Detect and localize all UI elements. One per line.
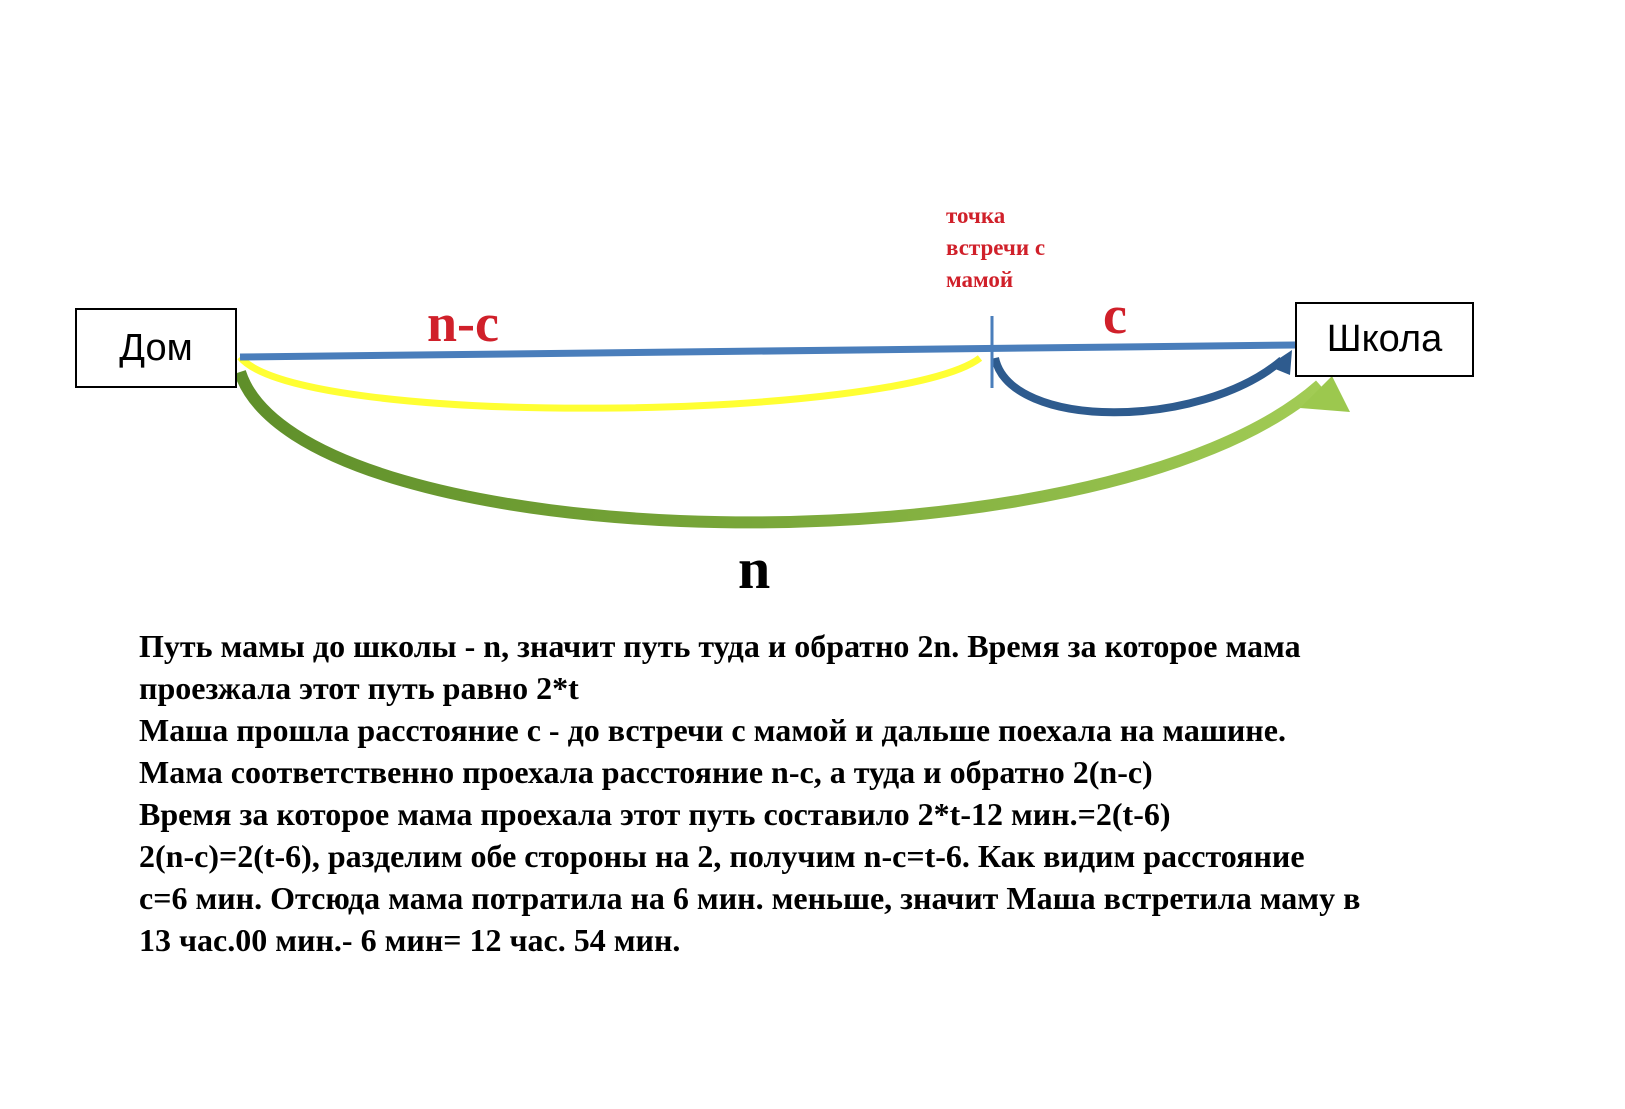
total-distance-label: n (738, 536, 771, 601)
home-box: Дом (75, 308, 237, 388)
meeting-point-label: точка встречи с мамой (946, 200, 1045, 296)
blue-arrowhead (1268, 350, 1292, 375)
solution-line: Мама соответственно проехала расстояние … (139, 754, 1153, 790)
meeting-label-line: точка (946, 203, 1006, 228)
green-arrowhead (1300, 376, 1350, 412)
school-label: Школа (1326, 318, 1443, 360)
meeting-label-line: мамой (946, 267, 1014, 292)
solution-line: Путь мамы до школы - n, значит путь туда… (139, 628, 1301, 664)
solution-line: 13 час.00 мин.- 6 мин= 12 час. 54 мин. (139, 922, 681, 958)
solution-text: Путь мамы до школы - n, значит путь туда… (139, 625, 1619, 961)
segment-c-label: c (1103, 285, 1127, 345)
segment-n-minus-c-label: n-c (427, 293, 499, 353)
solution-line: 2(n-c)=2(t-6), разделим обе стороны на 2… (139, 838, 1305, 874)
solution-line: Маша прошла расстояние c - до встречи с … (139, 712, 1286, 748)
solution-line: Время за которое мама проехала этот путь… (139, 796, 1171, 832)
solution-line: c=6 мин. Отсюда мама потратила на 6 мин.… (139, 880, 1361, 916)
road-line (239, 341, 1296, 361)
home-label: Дом (119, 326, 193, 369)
meeting-label-line: встречи с (946, 235, 1046, 260)
yellow-arc-mother-to-meeting (237, 354, 983, 412)
green-arrow-full-route (234, 370, 1324, 529)
blue-arc-mother-to-school (991, 356, 1285, 417)
school-box: Школа (1295, 302, 1474, 377)
solution-line: проезжала этот путь равно 2*t (139, 670, 579, 706)
